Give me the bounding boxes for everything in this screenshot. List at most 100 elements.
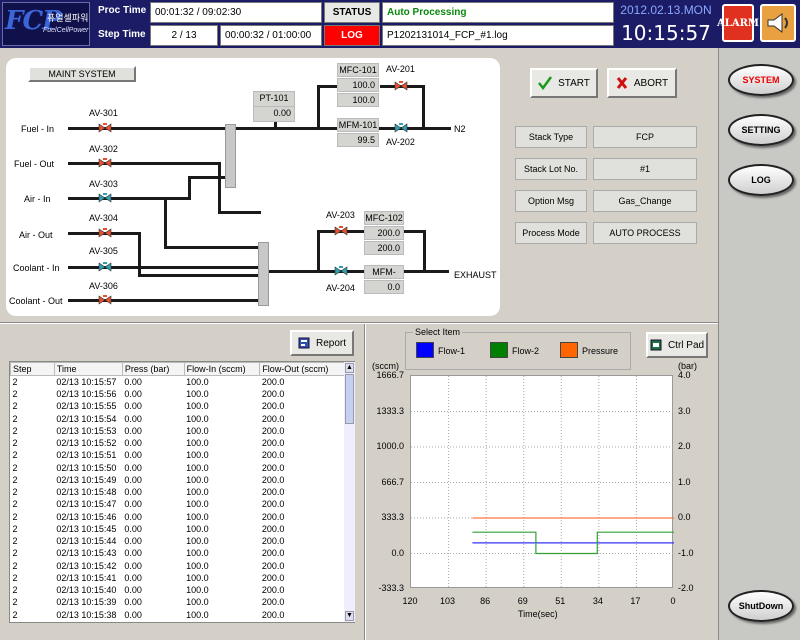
table-cell: 100.0 [186, 462, 209, 473]
table-cell: 100.0 [186, 438, 209, 449]
log-nav-button[interactable]: LOG [728, 164, 794, 196]
table-cell: 0.00 [124, 572, 142, 583]
log-button[interactable]: LOG [324, 25, 380, 46]
table-cell: 0.00 [124, 499, 142, 510]
table-cell: 0.00 [124, 450, 142, 461]
valve-label: AV-301 [89, 108, 118, 118]
valve-av203-icon[interactable] [334, 226, 348, 236]
maint-system-button[interactable]: MAINT SYSTEM [28, 66, 136, 82]
flow2-color-swatch[interactable] [490, 342, 508, 358]
valve-av304-icon[interactable] [98, 228, 112, 238]
report-button[interactable]: Report [290, 330, 354, 356]
right-sidebar: SYSTEM SETTING LOG ShutDown [718, 48, 800, 640]
system-button[interactable]: SYSTEM [728, 64, 794, 96]
route-pipe [221, 211, 261, 214]
check-icon [538, 76, 553, 90]
table-cell: 2 [12, 560, 18, 571]
start-button[interactable]: START [530, 68, 598, 98]
table-cell: 02/13 10:15:53 [56, 425, 117, 436]
step-time-label: Step Time [98, 29, 146, 40]
proc-time-value: 00:01:32 / 09:02:30 [150, 2, 322, 23]
valve-label: AV-303 [89, 179, 118, 189]
alarm-button[interactable]: ALARM [717, 4, 759, 42]
table-cell: 0.00 [124, 389, 142, 400]
table-cell: 100.0 [186, 474, 209, 485]
shutdown-button[interactable]: ShutDown [728, 590, 794, 622]
pt101-label: PT-101 [253, 91, 295, 107]
ctrl-pad-button[interactable]: Ctrl Pad [646, 332, 708, 358]
valve-av306-icon[interactable] [98, 295, 112, 305]
table-cell: 02/13 10:15:51 [56, 450, 117, 461]
route-pipe [188, 176, 191, 200]
valve-av302-icon[interactable] [98, 158, 112, 168]
mfc102-set[interactable]: 200.0 [364, 226, 404, 240]
select-item-group [405, 332, 631, 370]
setting-button[interactable]: SETTING [728, 114, 794, 146]
table-cell: 0.00 [124, 425, 142, 436]
valve-av305-icon[interactable] [98, 262, 112, 272]
valve-av204-icon[interactable] [334, 266, 348, 276]
table-scrollbar[interactable]: ▲ ▼ [344, 362, 355, 622]
horn-icon[interactable] [760, 4, 796, 42]
table-cell: 200.0 [261, 499, 285, 510]
table-cell: 200.0 [261, 438, 285, 449]
valve-label: AV-201 [386, 64, 415, 74]
fuel-out-label: Fuel - Out [14, 159, 55, 169]
mfc101-set[interactable]: 100.0 [337, 78, 379, 92]
valve-av301-icon[interactable] [98, 123, 112, 133]
table-cell: 200.0 [261, 389, 285, 400]
route-pipe [317, 230, 365, 233]
table-cell: 0.00 [124, 462, 142, 473]
y-right-tick-label: 1.0 [678, 476, 691, 487]
table-cell: 100.0 [186, 450, 209, 461]
table-cell: 0.00 [124, 474, 142, 485]
table-cell: 200.0 [261, 425, 285, 436]
table-column-header[interactable]: Flow-In (sccm) [183, 362, 261, 376]
table-column-header[interactable]: Press (bar) [121, 362, 185, 376]
series-line-flow-2 [472, 531, 674, 555]
mfm102-label: MFM-102 [364, 265, 404, 290]
trend-chart-svg [411, 376, 674, 589]
section-divider [0, 322, 718, 324]
table-cell: 200.0 [261, 511, 285, 522]
table-column-header[interactable]: Flow-Out (sccm) [259, 362, 346, 376]
valve-av202-icon[interactable] [394, 123, 408, 133]
pressure-color-swatch[interactable] [560, 342, 578, 358]
flow1-color-swatch[interactable] [416, 342, 434, 358]
coolant-out-pipe [68, 299, 258, 302]
abort-button[interactable]: ABORT [607, 68, 677, 98]
coolant-out-label: Coolant - Out [9, 296, 63, 306]
start-label: START [558, 77, 590, 89]
valve-av201-icon[interactable] [394, 81, 408, 91]
pt101-value: 0.00 [253, 106, 295, 122]
table-column-header[interactable]: Time [53, 362, 123, 376]
y-left-tick-label: 1666.7 [376, 370, 404, 380]
pressure-legend-label: Pressure [582, 346, 619, 356]
table-cell: 200.0 [261, 548, 285, 559]
table-column-header[interactable]: Step [10, 362, 55, 376]
route-pipe [138, 232, 141, 277]
valve-av303-icon[interactable] [98, 193, 112, 203]
